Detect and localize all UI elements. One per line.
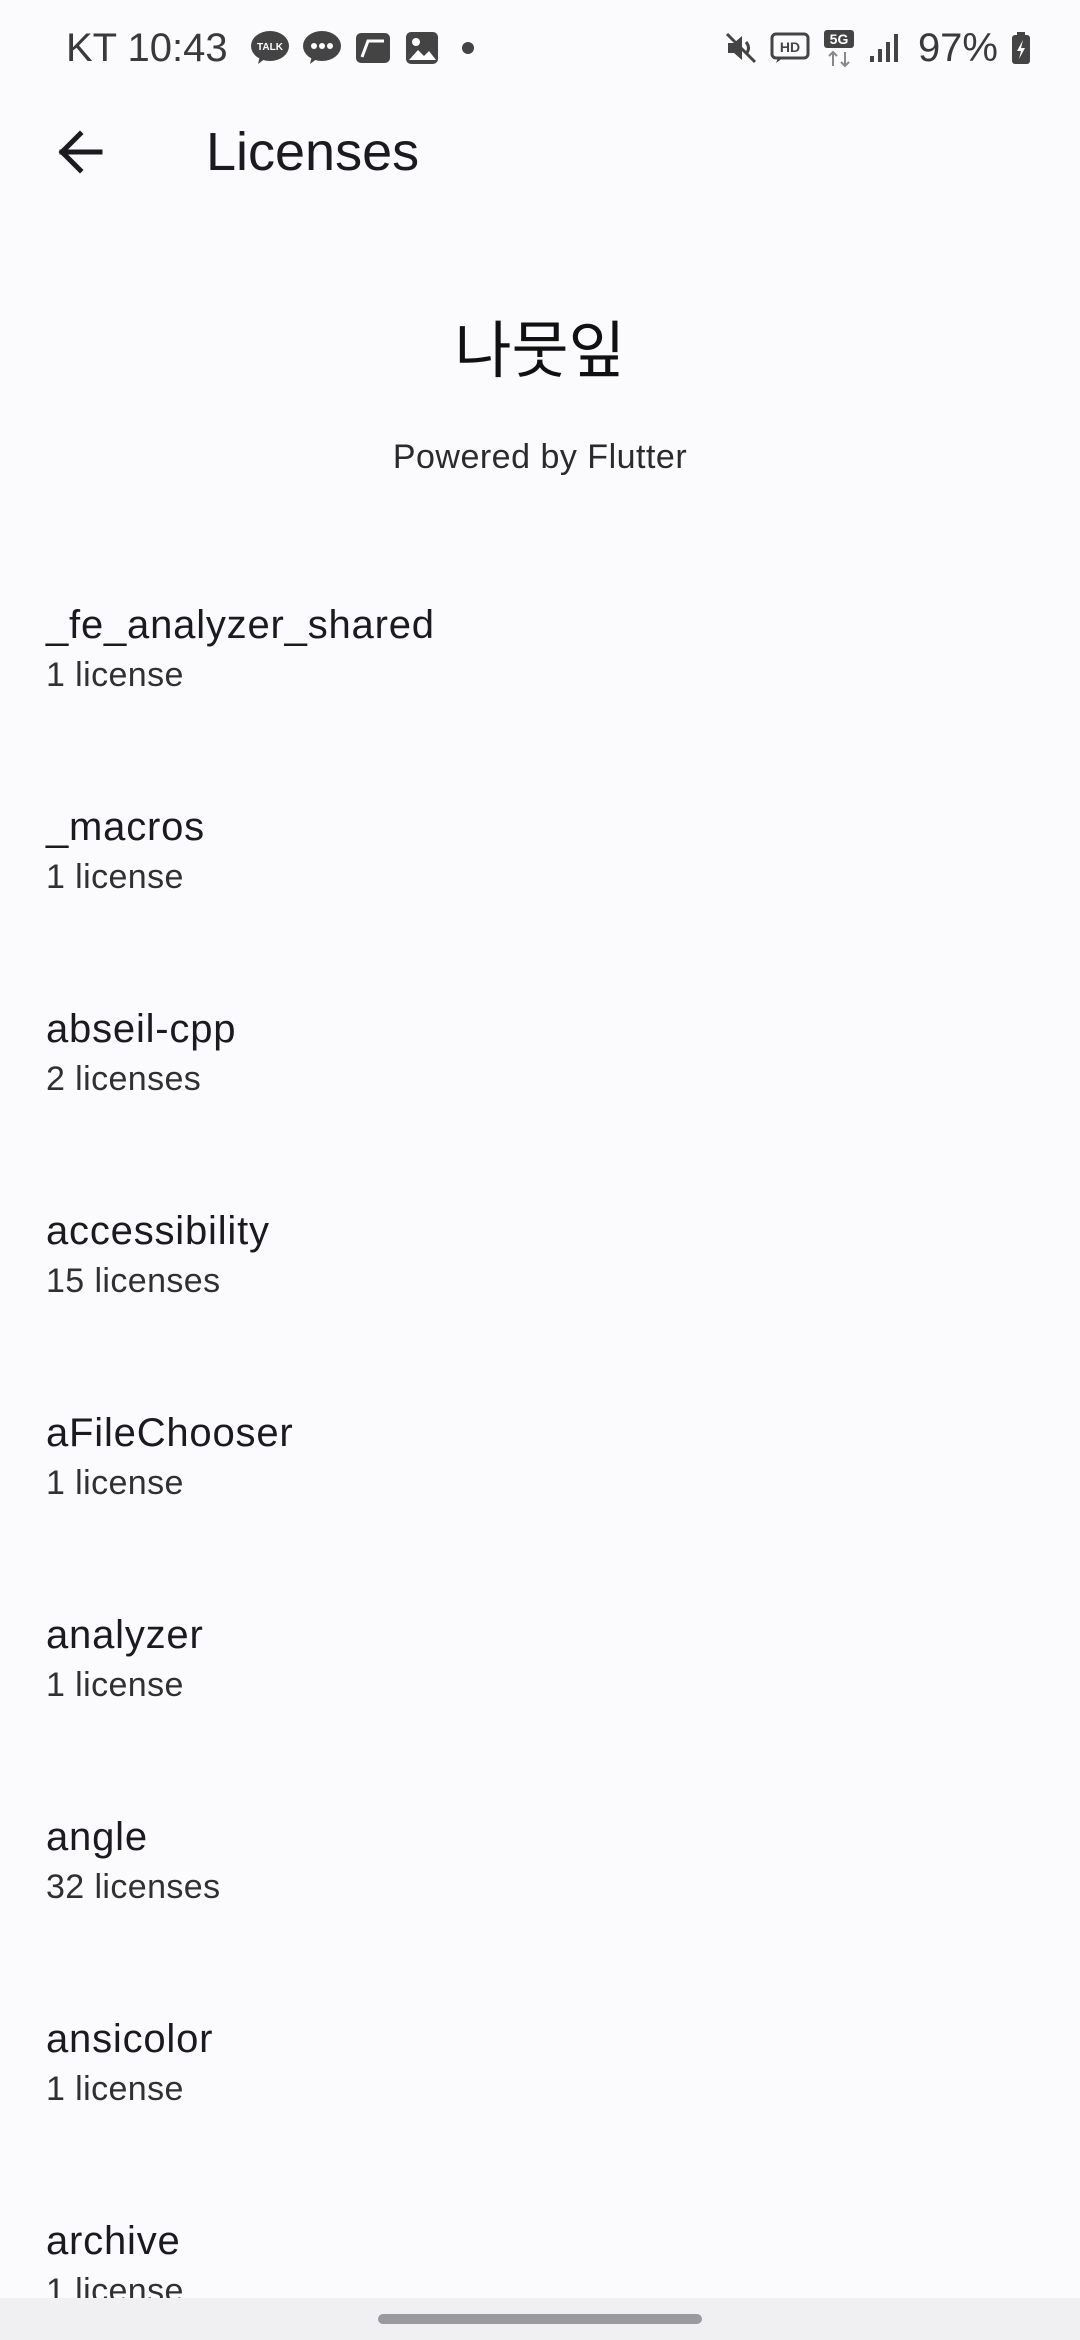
license-item[interactable]: _macros 1 license <box>0 770 1080 972</box>
powered-by-text: Powered by Flutter <box>392 438 688 476</box>
license-item[interactable]: aFileChooser 1 license <box>0 1376 1080 1578</box>
gesture-handle[interactable] <box>378 2314 702 2324</box>
battery-charging-icon <box>1010 31 1032 65</box>
about-header: 나뭇잎 Powered by Flutter <box>0 300 1080 477</box>
notes-icon <box>354 31 392 65</box>
5g-icon: 5G <box>822 28 856 68</box>
status-bar: KT 10:43 TALK <box>0 0 1080 96</box>
hd-label: HD <box>780 39 800 55</box>
package-name: _macros <box>46 805 205 849</box>
more-notifications-icon <box>461 42 474 54</box>
license-count: 32 licenses <box>46 1868 221 1906</box>
license-item[interactable]: abseil-cpp 2 licenses <box>0 972 1080 1174</box>
carrier-time: KT 10:43 <box>66 25 228 70</box>
license-count: 1 license <box>46 656 184 694</box>
license-count: 1 license <box>46 2070 184 2108</box>
license-count: 2 licenses <box>46 1060 202 1098</box>
package-name: analyzer <box>46 1613 204 1657</box>
hd-voice-icon: HD <box>770 32 810 64</box>
license-list[interactable]: _fe_analyzer_shared 1 license _macros 1 … <box>0 568 1080 2298</box>
license-item[interactable]: _fe_analyzer_shared 1 license <box>0 568 1080 770</box>
arrow-back-icon <box>58 130 103 174</box>
package-name: ansicolor <box>46 2017 214 2061</box>
license-count: 1 license <box>46 2272 184 2298</box>
package-name: aFileChooser <box>46 1411 294 1455</box>
app-bar: Licenses <box>0 96 1080 208</box>
license-count: 15 licenses <box>46 1262 221 1300</box>
package-name: angle <box>46 1815 148 1859</box>
package-name: _fe_analyzer_shared <box>46 603 435 647</box>
gallery-icon <box>404 30 440 66</box>
navigation-bar <box>0 2298 1080 2340</box>
license-item[interactable]: accessibility 15 licenses <box>0 1174 1080 1376</box>
license-count: 1 license <box>46 1666 184 1704</box>
license-item[interactable]: ansicolor 1 license <box>0 1982 1080 2184</box>
page-title: Licenses <box>206 122 420 182</box>
status-left: KT 10:43 TALK <box>66 26 474 71</box>
app-name: 나뭇잎 <box>454 314 626 387</box>
mute-icon <box>724 31 758 65</box>
package-name: archive <box>46 2219 181 2263</box>
status-right: HD 5G 97% <box>724 26 1032 71</box>
license-item[interactable]: analyzer 1 license <box>0 1578 1080 1780</box>
battery-percent: 97% <box>917 25 998 70</box>
signal-icon <box>868 32 898 64</box>
back-button[interactable] <box>24 96 136 208</box>
license-item[interactable]: angle 32 licenses <box>0 1780 1080 1982</box>
chat-icon <box>302 30 342 66</box>
license-count: 1 license <box>46 1464 184 1502</box>
kakaotalk-icon: TALK <box>250 30 290 66</box>
license-count: 1 license <box>46 858 184 896</box>
talk-label: TALK <box>257 42 284 53</box>
license-item[interactable]: archive 1 license <box>0 2184 1080 2298</box>
network-label: 5G <box>830 31 849 47</box>
package-name: accessibility <box>46 1209 270 1253</box>
package-name: abseil-cpp <box>46 1007 237 1051</box>
